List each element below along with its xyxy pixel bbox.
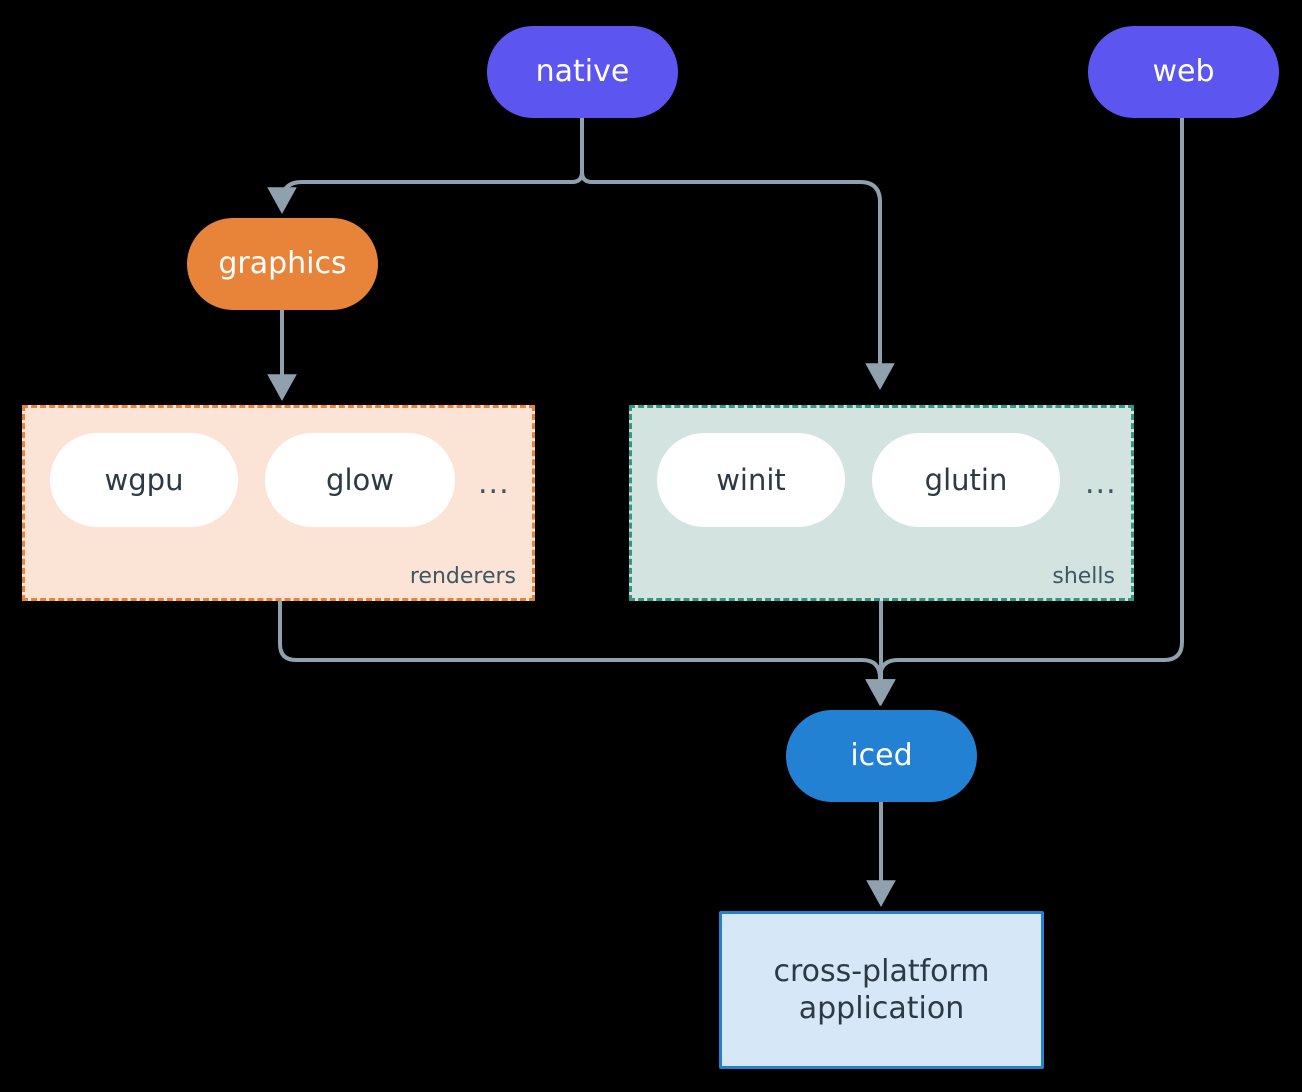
node-application-label-line1: cross-platform — [773, 953, 990, 989]
shells-ellipsis: ... — [1085, 466, 1117, 501]
node-graphics-label: graphics — [218, 246, 347, 282]
node-wgpu[interactable]: wgpu — [50, 433, 238, 527]
node-web[interactable]: web — [1088, 26, 1279, 118]
group-shells-label: shells — [1052, 564, 1115, 589]
node-glutin[interactable]: glutin — [872, 433, 1060, 527]
edge-renderers-iced — [278, 601, 895, 707]
node-glow-label: glow — [326, 462, 394, 497]
node-iced[interactable]: iced — [786, 710, 977, 802]
node-glutin-label: glutin — [924, 462, 1008, 497]
node-application[interactable]: cross-platform application — [719, 911, 1044, 1069]
node-glow[interactable]: glow — [265, 433, 455, 527]
node-graphics[interactable]: graphics — [187, 218, 378, 310]
renderers-ellipsis: ... — [478, 466, 510, 501]
node-application-label-line2: application — [798, 991, 965, 1026]
edge-native-graphics — [267, 171, 584, 215]
node-native[interactable]: native — [487, 26, 678, 118]
edge-native-split — [580, 118, 895, 391]
node-winit[interactable]: winit — [657, 433, 845, 527]
group-renderers-label: renderers — [409, 564, 516, 589]
node-iced-label: iced — [850, 738, 913, 774]
node-wgpu-label: wgpu — [104, 462, 184, 497]
node-web-label: web — [1152, 54, 1215, 90]
node-native-label: native — [535, 54, 630, 90]
node-winit-label: winit — [716, 462, 786, 497]
